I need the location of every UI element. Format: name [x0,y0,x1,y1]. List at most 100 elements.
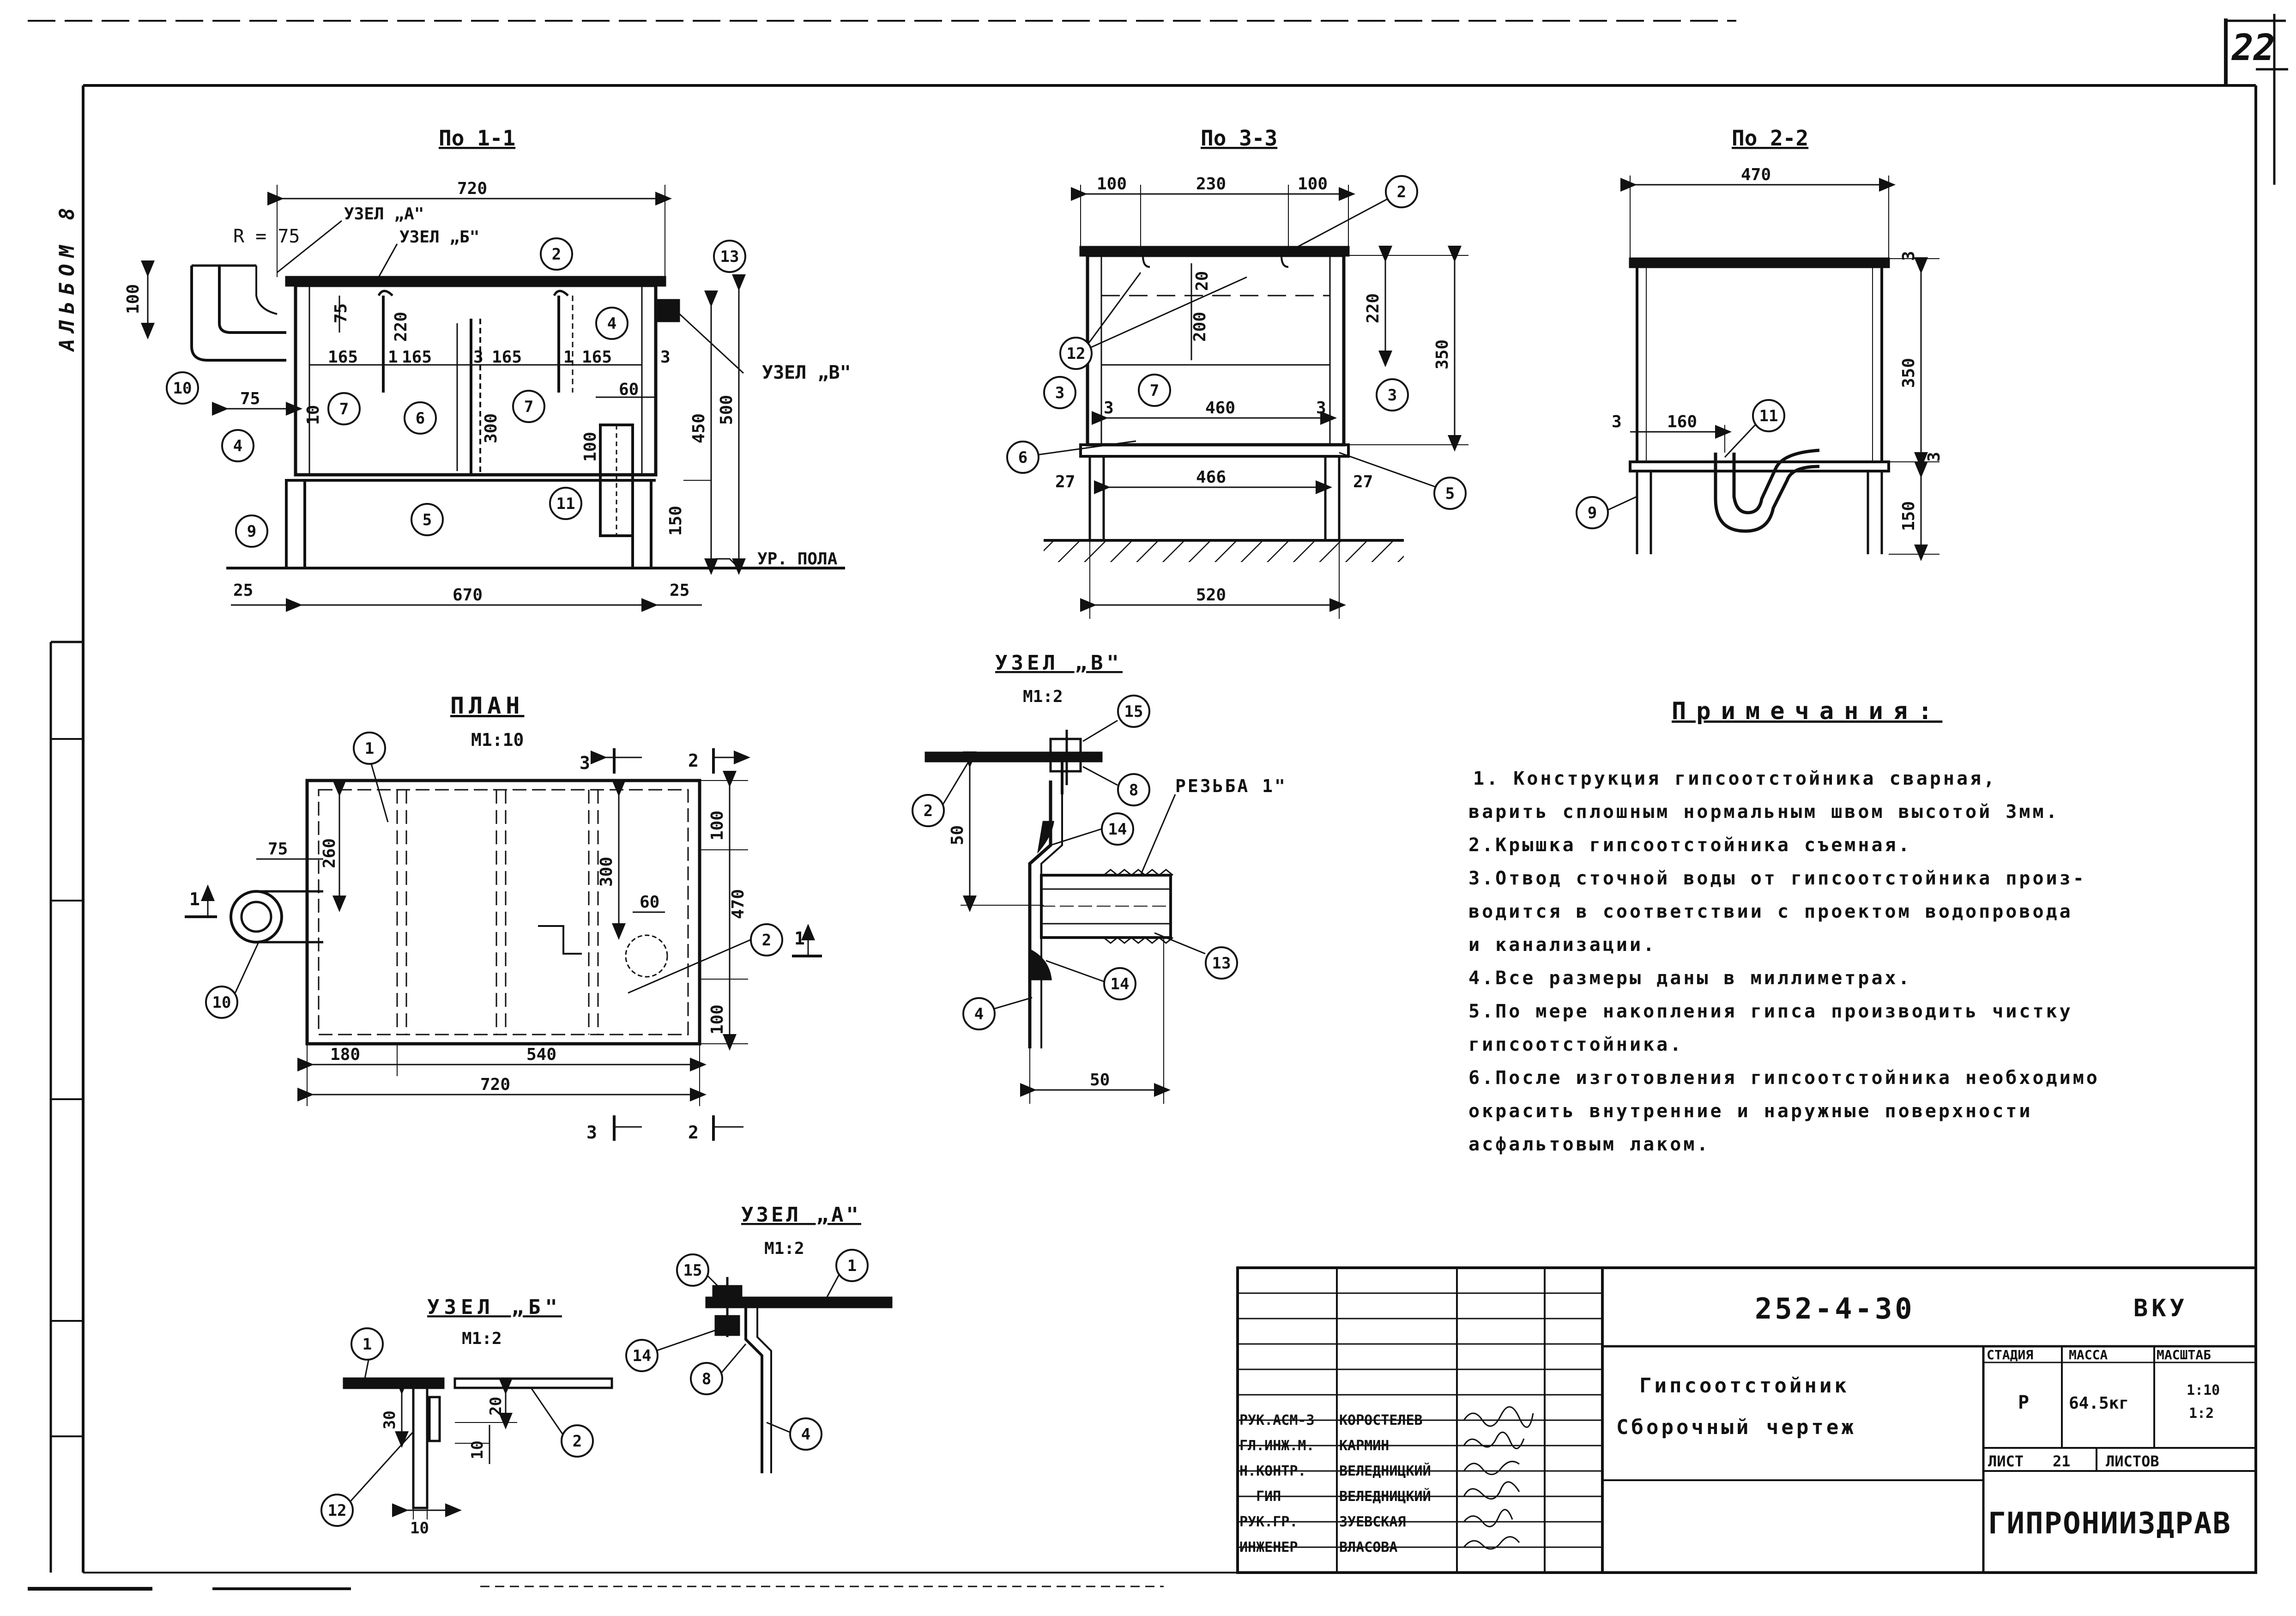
drawing-name-2: Сборочный чертеж [1616,1416,1856,1439]
mark-15: 15 [683,1261,702,1280]
name-1: КОРОСТЕЛЕВ [1339,1412,1423,1428]
dim-160: 160 [1667,412,1697,431]
sheet-number: 22 [2231,27,2275,69]
section-1-1-view: По 1-1 [124,126,851,612]
mark-11: 11 [1759,407,1778,425]
name-2: КАРМИН [1339,1438,1389,1454]
node-a-scale: М1:2 [764,1239,804,1258]
dim-10-a: 10 [468,1440,487,1459]
mark-7: 7 [1150,381,1159,400]
dim-466: 466 [1196,468,1226,487]
sheets-label: ЛИСТОВ [2106,1453,2159,1470]
note-line-8: 5.По мере накопления гипса производить ч… [1468,1001,2073,1022]
mark-14-a: 14 [1108,820,1127,839]
dim-165-d: 165 [582,348,612,367]
dim-75-b: 75 [240,389,260,408]
signatures [1463,1406,1534,1550]
mark-6: 6 [1018,448,1027,467]
dim-260: 260 [320,838,339,868]
dim-470: 470 [1741,165,1771,184]
mass-value: 64.5кг [2069,1394,2129,1413]
role-2: ГЛ.ИНЖ.М. [1239,1438,1315,1454]
mark-3-b: 3 [1388,386,1397,405]
name-4: ВЕЛЕДНИЦКИЙ [1339,1488,1431,1505]
name-3: ВЕЛЕДНИЦКИЙ [1339,1463,1431,1479]
dim-150: 150 [666,506,685,536]
dim-25-a: 25 [233,581,253,600]
dim-350: 350 [1433,339,1452,369]
mark-7b: 7 [524,398,533,416]
section-3-3-view: По 3-3 [1006,126,1468,619]
note-line-1: 1. Конструкция гипсоотстойника сварная, [1473,768,1997,789]
mark-2: 2 [552,245,561,264]
callout-node-a: УЗЕЛ „А" [344,205,424,224]
mark-5: 5 [423,511,432,529]
dim-165-a: 165 [328,348,358,367]
dim-300: 300 [597,857,616,887]
mark-1: 1 [847,1257,857,1275]
drawing-section: ВКУ [2133,1295,2188,1322]
mark-9: 9 [247,522,256,541]
cut-1-right: 1 [794,928,805,949]
dim-520: 520 [1196,586,1226,605]
mark-2: 2 [573,1432,582,1451]
dim-670: 670 [453,586,483,605]
mark-14: 14 [633,1347,652,1365]
dim-150: 150 [1899,501,1918,531]
mark-8: 8 [702,1370,711,1388]
role-4: ГИП [1256,1489,1281,1505]
mark-4: 4 [974,1005,984,1023]
dim-500: 500 [717,395,736,425]
mark-12: 12 [328,1501,347,1520]
node-a-view: УЗЕЛ „А" М1:2 15 1 14 8 4 [625,1203,893,1473]
note-line-2: варить сплошным нормальным швом высотой … [1468,801,2060,823]
dim-220: 220 [392,312,411,342]
plan-view: ПЛАН М1:10 [185,692,822,1143]
scale-header: МАСШТАБ [2157,1347,2211,1362]
dim-3-b: 3 [1925,452,1944,462]
dim-20: 20 [487,1397,505,1416]
mark-1: 1 [363,1335,372,1354]
note-line-9: гипсоотстойника. [1468,1034,1684,1055]
node-b-scale: М1:2 [462,1329,502,1348]
node-v-title: УЗЕЛ „В" [995,651,1123,675]
section-3-3-title: По 3-3 [1201,126,1277,151]
mark-1: 1 [365,739,374,758]
organization: ГИПРОНИИЗДРАВ [1988,1507,2231,1541]
notes-block: Примечания: 1. Конструкция гипсоотстойни… [1468,697,2254,1161]
dim-30: 30 [381,1410,399,1429]
dim-300: 300 [482,413,501,443]
dim-3-b: 3 [1316,399,1326,418]
mark-4b: 4 [607,315,616,333]
dim-3-c: 3 [1612,412,1622,431]
mark-14-b: 14 [1111,975,1130,993]
dim-100: 100 [124,284,143,314]
node-b-title: УЗЕЛ „Б" [427,1295,562,1319]
mark-2: 2 [1397,183,1406,201]
note-line-5: водится в соответствии с проектом водопр… [1468,901,2073,922]
mark-9: 9 [1588,504,1597,522]
mark-5: 5 [1445,484,1455,503]
dim-165-c: 165 [492,348,522,367]
album-label: АЛЬБОМ 8 [55,201,79,352]
note-line-3: 2.Крышка гипсоотстойника съемная. [1468,835,1912,856]
stage-header: СТАДИЯ [1987,1347,2033,1362]
cut-3-bottom: 3 [586,1122,597,1143]
notes-title: Примечания: [1672,697,1943,725]
section-1-1-title: По 1-1 [439,126,515,151]
name-5: ЗУЕВСКАЯ [1339,1514,1406,1530]
dim-27-a: 27 [1055,472,1075,491]
drawing-name-1: Гипсоотстойник [1639,1374,1849,1398]
mark-11: 11 [556,495,575,513]
note-line-11: окрасить внутренние и наружные поверхнос… [1468,1101,2033,1122]
callout-node-v: УЗЕЛ „В" [762,362,851,383]
dim-450: 450 [689,413,708,443]
role-1: РУК.АСМ-3 [1239,1412,1315,1428]
dim-1-a: 1 [388,348,398,367]
mark-12: 12 [1067,345,1086,363]
mark-2: 2 [762,931,771,950]
dim-75: 75 [332,303,350,323]
dim-75: 75 [268,840,288,859]
dim-50-a: 50 [948,825,967,845]
dim-720: 720 [480,1075,510,1094]
